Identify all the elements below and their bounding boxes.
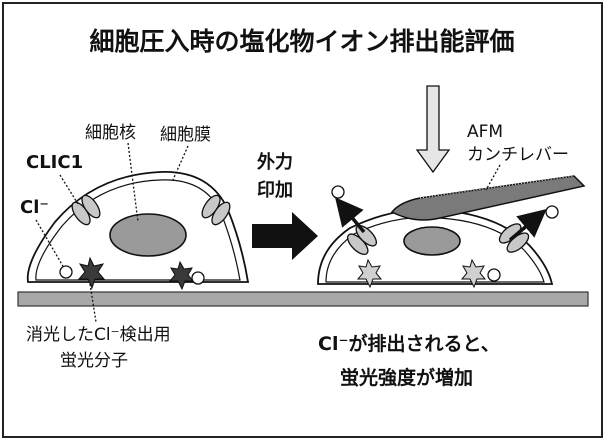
ejected-cl-ion — [545, 205, 559, 219]
label-afm-line2: カンチレバー — [467, 145, 569, 165]
fluorescent-star — [460, 258, 487, 289]
clic1-channel-before-right — [201, 194, 231, 226]
diagram-title: 細胞圧入時の塩化物イオン排出能評価 — [89, 27, 514, 56]
result-line2: 蛍光強度が増加 — [340, 366, 473, 389]
cell-before — [26, 171, 250, 291]
cl-ion-circle — [191, 271, 205, 285]
leader-lines — [35, 142, 189, 323]
label-force-line1: 外力 — [257, 151, 293, 173]
label-clic1: CLIC1 — [26, 152, 83, 173]
label-membrane: 細胞膜 — [160, 125, 211, 145]
cell-membrane-inner-before — [35, 179, 241, 281]
ejected-cl-ion — [331, 185, 345, 199]
label-quenched-line2: 蛍光分子 — [60, 351, 128, 371]
press-down-arrow — [415, 85, 451, 174]
clic1-channel-before-left — [71, 194, 101, 226]
nucleus-after — [403, 226, 461, 256]
label-quenched-line1: 消光したCl⁻検出用 — [26, 325, 171, 345]
label-cl-ion: Cl⁻ — [20, 197, 49, 218]
label-nucleus: 細胞核 — [85, 123, 136, 143]
ejection-arrow-left — [335, 197, 366, 234]
afm-leader-line — [485, 164, 501, 191]
label-force-line2: 印加 — [257, 180, 293, 201]
nucleus-before — [109, 213, 187, 257]
force-arrow — [252, 212, 318, 260]
cl-ion-circle — [59, 265, 73, 279]
outer-border — [2, 2, 603, 438]
fluorescent-star — [356, 258, 383, 289]
cl-ion-circle — [487, 268, 501, 282]
afm-cantilever — [390, 175, 586, 221]
quenched-fluorophore-star — [168, 260, 195, 291]
quenched-fluorophore-star — [77, 256, 106, 290]
label-afm-line1: AFM — [467, 122, 503, 142]
substrate — [17, 291, 589, 307]
result-line1: Cl⁻が排出されると、 — [318, 332, 500, 355]
ejection-arrow-right — [508, 208, 547, 242]
